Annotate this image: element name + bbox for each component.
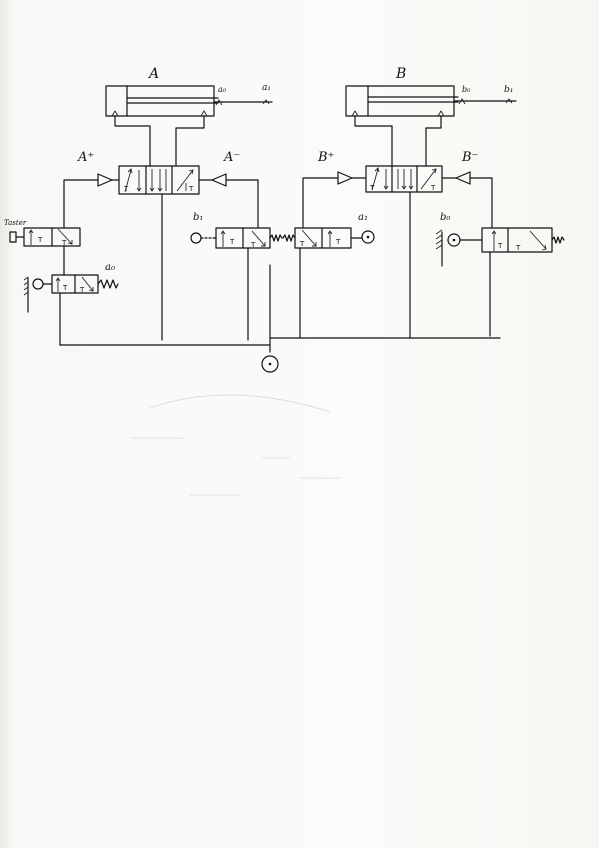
a-plus-signal-lines xyxy=(59,179,99,346)
svg-text:T: T xyxy=(188,185,194,193)
svg-text:T: T xyxy=(250,241,256,249)
valve-b1-label: b₁ xyxy=(193,212,203,223)
svg-text:T: T xyxy=(123,185,129,193)
svg-text:T: T xyxy=(515,244,521,252)
sensor-b1-label: b₁ xyxy=(504,85,513,95)
valve-b0: T T xyxy=(435,227,565,267)
main-valve-b: T T xyxy=(337,165,471,193)
a-plus-label: A⁺ xyxy=(77,150,94,165)
start-valve: T T xyxy=(9,227,81,247)
cylinder-b xyxy=(345,85,517,117)
cylinder-a-pipes xyxy=(114,115,205,167)
svg-text:T: T xyxy=(79,286,85,294)
cylinder-b-label: B xyxy=(395,66,406,82)
start-button-label: Taster xyxy=(4,219,27,227)
supply-line xyxy=(59,337,501,373)
svg-text:T: T xyxy=(299,240,305,248)
cylinder-a xyxy=(105,85,273,117)
cylinder-a-label: A xyxy=(147,66,159,82)
valve-a0: T T xyxy=(23,274,119,313)
valve-b0-label: b₀ xyxy=(440,212,450,223)
sensor-b0-label: b₀ xyxy=(462,85,471,94)
main-valve-a: T T xyxy=(97,165,227,195)
svg-text:T: T xyxy=(497,242,503,250)
cylinder-b-pipes xyxy=(354,115,442,167)
svg-text:T: T xyxy=(61,239,67,247)
valve-a1-label: a₁ xyxy=(358,212,368,223)
scan-artifacts xyxy=(130,394,340,496)
svg-text:T: T xyxy=(62,284,68,292)
a-minus-signal-lines xyxy=(161,179,271,341)
svg-text:T: T xyxy=(369,184,375,192)
b-plus-label: B⁺ xyxy=(317,150,334,165)
svg-text:T: T xyxy=(37,236,43,244)
svg-text:T: T xyxy=(430,184,436,192)
svg-text:T: T xyxy=(335,238,341,246)
valve-b1: T T xyxy=(190,227,283,249)
valve-a0-label: a₀ xyxy=(105,262,115,273)
svg-text:T: T xyxy=(229,238,235,246)
b-signal-lines xyxy=(299,177,493,339)
sensor-a1-label: a₁ xyxy=(262,83,271,93)
valve-a1: T T xyxy=(282,227,375,249)
a-minus-label: A⁻ xyxy=(223,150,240,165)
b-minus-label: B⁻ xyxy=(461,150,478,165)
sensor-a0-label: a₀ xyxy=(218,85,227,94)
